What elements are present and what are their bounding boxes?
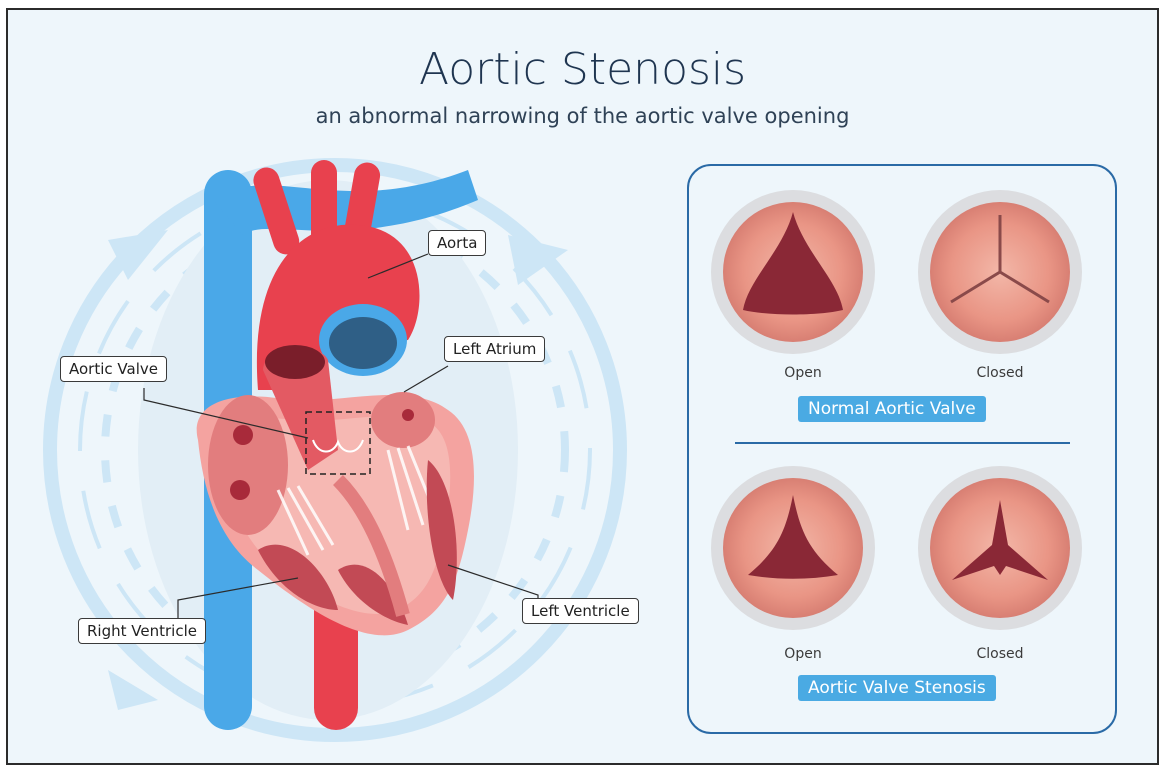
label-left-ventricle: Left Ventricle (522, 598, 639, 624)
panel-divider (735, 442, 1070, 444)
badge-normal-aortic-valve: Normal Aortic Valve (798, 396, 986, 422)
caption-stenosis-closed: Closed (960, 646, 1040, 662)
label-right-ventricle: Right Ventricle (78, 618, 206, 644)
diagram-frame: Aortic Stenosis an abnormal narrowing of… (6, 8, 1159, 765)
right-atrium-hole-2 (230, 480, 250, 500)
caption-normal-open: Open (763, 365, 843, 381)
page-title: Aortic Stenosis (8, 44, 1157, 95)
label-aorta: Aorta (428, 230, 486, 256)
caption-stenosis-open: Open (763, 646, 843, 662)
right-atrium (208, 395, 288, 535)
label-aortic-valve: Aortic Valve (60, 356, 167, 382)
pulmonary-vein-hole (402, 409, 414, 421)
pulmonary-artery-opening (329, 317, 397, 369)
label-left-atrium: Left Atrium (444, 336, 545, 362)
left-atrium-chamber (371, 392, 435, 448)
valve-comparison-panel (687, 164, 1117, 734)
caption-normal-closed: Closed (960, 365, 1040, 381)
right-atrium-hole (233, 425, 253, 445)
page-subtitle: an abnormal narrowing of the aortic valv… (8, 104, 1157, 128)
badge-aortic-valve-stenosis: Aortic Valve Stenosis (798, 675, 996, 701)
aorta-opening (265, 345, 325, 379)
